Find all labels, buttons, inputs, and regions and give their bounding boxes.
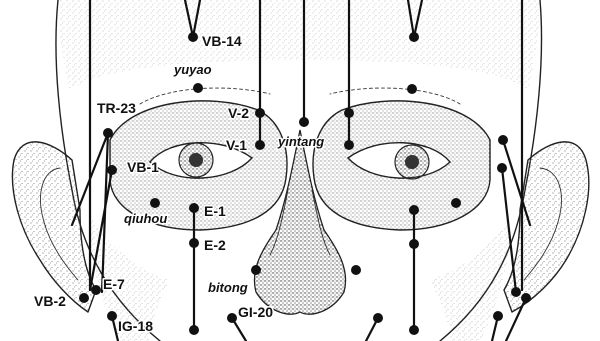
point-chin-right bbox=[409, 325, 419, 335]
point-vb2-right bbox=[521, 293, 531, 303]
point-vb1-left bbox=[107, 165, 117, 175]
label-vb2: VB-2 bbox=[34, 293, 66, 309]
point-e1-right bbox=[409, 205, 419, 215]
label-gi20: GI-20 bbox=[238, 304, 273, 320]
label-e1: E-1 bbox=[204, 203, 226, 219]
label-vb1: VB-1 bbox=[127, 159, 159, 175]
point-vb1-right bbox=[497, 163, 507, 173]
point-chin-left bbox=[189, 325, 199, 335]
point-vb14-right bbox=[409, 32, 419, 42]
point-v2-left bbox=[255, 108, 265, 118]
left-pupil bbox=[189, 153, 203, 167]
label-ig18: IG-18 bbox=[118, 318, 153, 334]
label-e2: E-2 bbox=[204, 237, 226, 253]
label-v1: V-1 bbox=[226, 137, 247, 153]
point-e2-right bbox=[409, 239, 419, 249]
point-e7-left bbox=[91, 285, 101, 295]
label-qiuhou: qiuhou bbox=[124, 211, 167, 226]
point-ig18-right bbox=[493, 311, 503, 321]
point-ig18-left bbox=[107, 311, 117, 321]
point-gi20-right bbox=[373, 313, 383, 323]
point-qiuhou-left bbox=[150, 198, 160, 208]
point-vb2-left bbox=[79, 293, 89, 303]
point-yuyao-left bbox=[193, 83, 203, 93]
point-v1-right bbox=[344, 140, 354, 150]
point-tr23-left bbox=[103, 128, 113, 138]
point-qiuhou-right bbox=[451, 198, 461, 208]
point-yuyao-right bbox=[407, 84, 417, 94]
point-tr23-right bbox=[498, 135, 508, 145]
point-bitong-right bbox=[351, 265, 361, 275]
point-bitong-left bbox=[251, 265, 261, 275]
point-e7-right bbox=[511, 287, 521, 297]
label-v2: V-2 bbox=[228, 105, 249, 121]
point-gi20-left bbox=[227, 313, 237, 323]
right-pupil bbox=[405, 155, 419, 169]
label-tr23: TR-23 bbox=[97, 100, 136, 116]
point-vb14-left bbox=[188, 32, 198, 42]
point-e2-left bbox=[189, 238, 199, 248]
label-e7: E-7 bbox=[103, 276, 125, 292]
label-bitong: bitong bbox=[208, 280, 248, 295]
label-vb14: VB-14 bbox=[202, 33, 242, 49]
label-yintang: yintang bbox=[277, 134, 324, 149]
point-yintang bbox=[299, 117, 309, 127]
point-e1-left bbox=[189, 203, 199, 213]
label-yuyao: yuyao bbox=[173, 62, 212, 77]
point-v2-right bbox=[344, 108, 354, 118]
point-v1-left bbox=[255, 140, 265, 150]
